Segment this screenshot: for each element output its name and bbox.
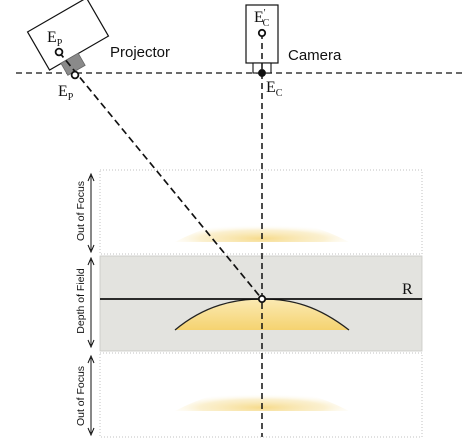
camera-label: Camera bbox=[288, 47, 342, 64]
projector-ray bbox=[58, 51, 263, 300]
ec-point bbox=[258, 69, 266, 77]
depth-of-field-label: Depth of Field bbox=[75, 268, 87, 334]
projector-label: Projector bbox=[110, 44, 170, 61]
ep-prime-label: EP bbox=[58, 83, 74, 103]
blurred-surface-top bbox=[175, 219, 349, 242]
ep-label: EP bbox=[47, 29, 63, 49]
out-of-focus-bottom-arrow bbox=[87, 354, 95, 437]
out-of-focus-top-label: Out of Focus bbox=[75, 181, 87, 241]
projector-box bbox=[26, 0, 110, 71]
out-of-focus-bottom-label: Out of Focus bbox=[75, 366, 87, 426]
depth-of-field-arrow bbox=[87, 256, 95, 349]
reference-label: R bbox=[402, 281, 413, 298]
ec-prime-label: E'C bbox=[254, 8, 270, 29]
projector-body bbox=[26, 0, 110, 71]
ep-prime-point bbox=[70, 70, 80, 80]
intersection-point bbox=[257, 294, 267, 304]
ep-point bbox=[54, 47, 64, 57]
ec-label: EC bbox=[266, 79, 283, 99]
ec-prime-point bbox=[257, 28, 267, 38]
out-of-focus-top-arrow bbox=[87, 172, 95, 254]
projector-lens bbox=[60, 52, 86, 76]
blurred-surface-bottom bbox=[175, 388, 349, 411]
